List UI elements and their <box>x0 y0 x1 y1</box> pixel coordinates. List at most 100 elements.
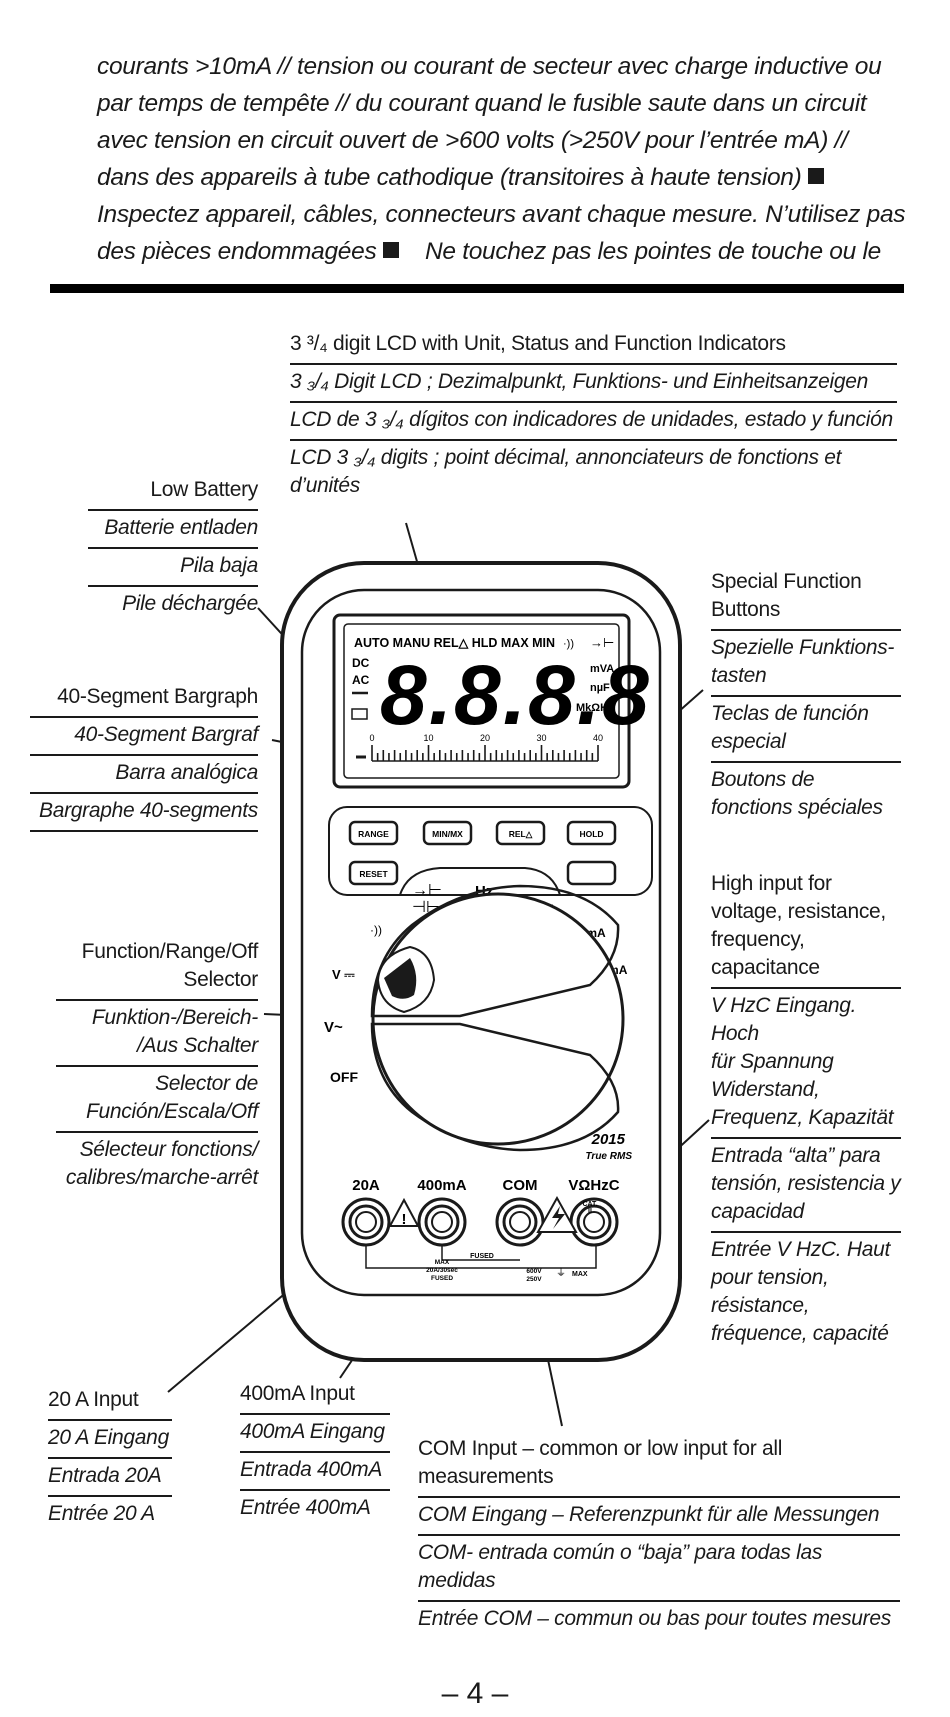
hold-button-label: HOLD <box>579 829 603 839</box>
intro-line: des pièces endommagées Ne touchez pas le… <box>97 233 903 270</box>
label-es: COM- entrada común o “baja” para todas l… <box>418 1536 900 1602</box>
label-text: Spezielle Funktions- <box>711 636 895 659</box>
label-es: LCD de 3 ₃/₄ dígitos con indicadores de … <box>290 403 897 441</box>
label-text: capacidad <box>711 1200 805 1223</box>
bargraph-tick-label: 40 <box>593 733 603 743</box>
label-de: 3 ₃/₄ Digit LCD ; Dezimalpunkt, Funktion… <box>290 365 897 403</box>
max-right: MAX <box>572 1271 588 1278</box>
label-text: Entrada “alta” para <box>711 1144 881 1167</box>
blank-button[interactable] <box>566 860 617 886</box>
label-text: Sélecteur fonctions/ <box>79 1138 259 1161</box>
label-text: pour tension, <box>711 1266 829 1289</box>
range-button[interactable] <box>348 820 399 846</box>
ground-icon: ⏚ <box>556 1267 566 1279</box>
lcd-dc: DC <box>352 656 370 670</box>
label-text: especial <box>711 730 786 753</box>
bargraph-tick-label: 20 <box>480 733 490 743</box>
label-bargraph: 40-Segment Bargraph 40-Segment Bargraf B… <box>30 680 258 832</box>
rel-button-label: REL△ <box>509 829 534 839</box>
label-fr: Entrée 400mA <box>240 1496 371 1519</box>
reset-button[interactable] <box>348 860 399 886</box>
label-text: Frequenz, Kapazität <box>711 1106 894 1129</box>
label-fr: Bargraphe 40-segments <box>30 794 258 832</box>
label-de: COM Eingang – Referenzpunkt für alle Mes… <box>418 1498 900 1536</box>
label-text: Special Function <box>711 570 862 593</box>
bargraph-tick-label: 30 <box>536 733 546 743</box>
label-en: Low Battery <box>88 473 258 511</box>
label-en: 20 A Input <box>48 1383 172 1421</box>
beeper-icon: ·)) <box>370 923 382 937</box>
jack-v-label: VΩHzC <box>568 1177 619 1194</box>
intro-line: par temps de tempête // du courant quand… <box>97 90 867 117</box>
minmax-button[interactable] <box>422 820 473 846</box>
bargraph-tick-label: 0 <box>369 733 374 743</box>
label-20a-input: 20 A Input 20 A Eingang Entrada 20A Entr… <box>48 1383 172 1533</box>
label-fr: Pile déchargée <box>122 592 258 615</box>
model-sub: True RMS <box>586 1151 633 1162</box>
label-text: Teclas de función <box>711 702 869 725</box>
diode-icon: →⊢ <box>590 635 614 650</box>
label-text: für Spannung <box>711 1050 834 1073</box>
intro-text: dans des appareils à tube cathodique (tr… <box>97 164 802 191</box>
label-text: Function/Range/Off <box>81 940 259 963</box>
intro-text: des pièces endommagées <box>97 238 377 265</box>
label-text: High input for <box>711 872 832 895</box>
label-es: Barra analógica <box>30 756 258 794</box>
rotary-selector[interactable] <box>370 884 625 1152</box>
label-text: fréquence, capacité <box>711 1322 889 1345</box>
label-text: Funktion-/Bereich- <box>91 1006 258 1029</box>
intro-line: courants >10mA // tension ou courant de … <box>97 53 882 80</box>
square-bullet-icon <box>382 242 399 258</box>
beeper-icon: ·)) <box>563 638 574 650</box>
label-es: Entrada “alta” para tensión, resistencia … <box>711 1139 901 1233</box>
label-text: Selector <box>183 968 258 991</box>
reset-button-label: RESET <box>359 869 388 879</box>
lcd-digits: 8.8.8.8 <box>380 648 651 742</box>
label-text: Entrée V HzC. Haut <box>711 1238 891 1261</box>
label-text: Buttons <box>711 598 781 621</box>
jack-20a[interactable] <box>341 1197 391 1247</box>
cat-value: II <box>588 1208 592 1215</box>
label-text: medidas <box>418 1569 496 1592</box>
lcd-unit-mva: mVA <box>590 663 614 675</box>
label-400ma-input: 400mA Input 400mA Eingang Entrada 400mA … <box>240 1377 390 1527</box>
label-es: Pila baja <box>88 549 258 587</box>
label-text: tasten <box>711 664 767 687</box>
intro-paragraph: courants >10mA // tension ou courant de … <box>97 48 906 270</box>
label-fr: Sélecteur fonctions/calibres/marche-arrê… <box>56 1133 258 1197</box>
jack-v[interactable] <box>569 1197 619 1247</box>
label-en: 3 ³/₄ digit LCD with Unit, Status and Fu… <box>290 327 897 365</box>
label-fr: LCD 3 ₃/₄ digits ; point décimal, annonc… <box>290 446 842 497</box>
label-lcd: 3 ³/₄ digit LCD with Unit, Status and Fu… <box>290 327 897 505</box>
lcd-unit-nuf: nµF <box>590 682 610 694</box>
jack-400ma[interactable] <box>417 1197 467 1247</box>
intro-text: Ne touchez pas les pointes de touche ou … <box>424 238 881 265</box>
jack-com[interactable] <box>495 1197 545 1247</box>
minmax-button-label: MIN/MX <box>432 829 463 839</box>
label-de: Spezielle Funktions-tasten <box>711 631 901 697</box>
hold-button[interactable] <box>566 820 617 846</box>
label-text: tensión, resistencia y <box>711 1172 901 1195</box>
label-en: 40-Segment Bargraph <box>30 680 258 718</box>
label-es: Entrada 400mA <box>240 1453 390 1491</box>
lcd-screen <box>343 623 620 779</box>
max-note-2: 20A/30sec <box>426 1267 458 1274</box>
label-text: frequency, <box>711 928 805 951</box>
volt-note-1: 600V <box>526 1268 542 1275</box>
dial-off: OFF <box>330 1069 358 1085</box>
rel-button[interactable] <box>495 820 546 846</box>
label-text: Widerstand, <box>711 1078 820 1101</box>
battery-icon <box>351 708 368 720</box>
label-text: fonctions spéciales <box>711 796 883 819</box>
warning-mark: ! <box>402 1211 407 1228</box>
volt-note-2: 250V <box>526 1276 542 1283</box>
label-text: V HzC Eingang. Hoch <box>711 994 857 1045</box>
max-note-1: MAX <box>435 1259 450 1266</box>
